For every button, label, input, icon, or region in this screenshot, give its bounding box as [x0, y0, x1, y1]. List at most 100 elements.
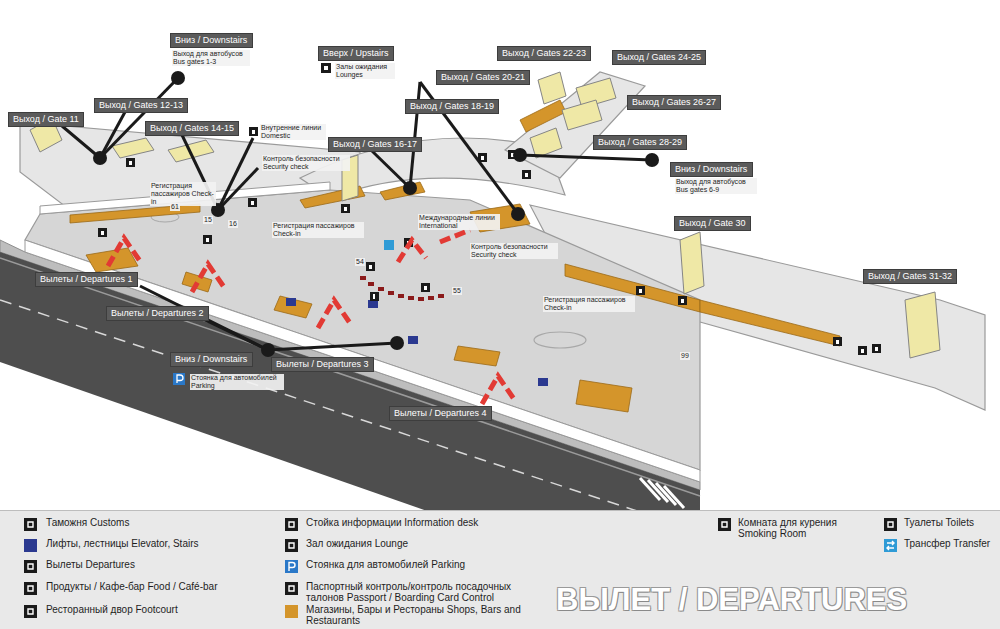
- legend-text: Зал ожидания Lounge: [306, 538, 408, 549]
- gate-label-box: Выход / Gate 30: [674, 216, 751, 231]
- leader-lines-part: [218, 138, 253, 210]
- label-text: Выход / Gates 18-19: [410, 101, 494, 112]
- legend-text: Ресторанный двор Footcourt: [46, 604, 178, 615]
- area-label: Контроль безопасности Security check: [262, 155, 350, 171]
- passport-control-part: [408, 296, 414, 300]
- label-text: Вылеты / Departures 3: [276, 359, 369, 370]
- elevators-part: [286, 298, 296, 306]
- gate-blocks-part: [530, 128, 562, 158]
- map-icons-part: [177, 375, 183, 383]
- legend-text: Магазины, Бары и Рестораны Shops, Bars a…: [306, 604, 544, 626]
- legend-panel: [0, 510, 1000, 629]
- label-text: Выход / Gates 26-27: [632, 97, 716, 108]
- label-text: Выход / Gates 31-32: [868, 271, 952, 282]
- legend-icon: [24, 605, 37, 618]
- legend-swatch: [285, 605, 298, 618]
- legend-icon-ground: [285, 539, 298, 552]
- label-text: Вылеты / Departures 2: [111, 308, 204, 319]
- gate-blocks: [30, 72, 940, 358]
- map-icons-part: [872, 344, 881, 353]
- leader-lines-part: [218, 168, 258, 210]
- label-text: Вылеты / Departures 4: [394, 408, 487, 419]
- area-label: Залы ожидания Lounges: [335, 63, 395, 79]
- shops-part: [454, 346, 500, 366]
- legend-text: Стоянка для автомобилей Parking: [306, 559, 465, 570]
- map-icons-part: [421, 283, 430, 292]
- legend-icon: [718, 518, 731, 531]
- leader-lines-part: [410, 82, 420, 188]
- leader-lines-part: [62, 126, 100, 158]
- legend-icon-ground: [884, 518, 897, 531]
- label-text: Вниз / Downstairs: [175, 35, 248, 46]
- legend-icon-glyph: [289, 563, 295, 572]
- area-label: Регистрация пассажиров Check-in: [150, 182, 216, 206]
- legend-icon-ground: [718, 518, 731, 531]
- leader-dots-part: [261, 343, 275, 357]
- leader-dots: [93, 71, 659, 357]
- leader-dots-part: [645, 153, 659, 167]
- leader-dots-part: [403, 181, 417, 195]
- red-markers-part: [440, 230, 470, 242]
- map-icons-part: [525, 173, 528, 177]
- shops-part: [576, 380, 632, 412]
- gate-label-box: Выход / Gates 20-21: [436, 70, 530, 85]
- map-icons-part: [370, 292, 379, 301]
- legend-icon: [285, 539, 298, 552]
- area-label: Регистрация пассажиров Check-in: [272, 222, 364, 238]
- leader-lines: [62, 78, 652, 350]
- legend-text: Вылеты Departures: [46, 559, 135, 570]
- leader-lines-part: [372, 151, 410, 188]
- leader-lines-part: [520, 155, 652, 160]
- legend-text: Паспортный контроль/контроль посадочных …: [306, 581, 544, 603]
- red-markers-part: [398, 240, 426, 262]
- legend-text: Туалеты Toilets: [904, 517, 974, 528]
- passport-control-part: [418, 297, 424, 301]
- map-icons-part: [252, 130, 255, 134]
- legend-icon: [884, 518, 897, 531]
- label-text: Выход / Gates 12-13: [99, 100, 183, 111]
- leader-lines-part: [205, 320, 268, 350]
- label-text: Вверх / Upstairs: [323, 48, 389, 59]
- shops-part: [380, 182, 425, 200]
- map-icons-part: [875, 347, 878, 351]
- gate-label-box: Выход / Gates 26-27: [627, 95, 721, 110]
- map-icons-part: [101, 231, 104, 235]
- gate-blocks-part: [538, 72, 566, 104]
- elevators-part: [408, 336, 418, 344]
- terminal-floor-part: [25, 240, 700, 482]
- leader-dots-part: [171, 71, 185, 85]
- map-icons-part: [251, 201, 254, 205]
- map-title: ВЫЛЕТ / DEPARTURES: [556, 582, 907, 618]
- legend-icon-glyph: [722, 522, 727, 527]
- area-label: Выход для автобусов Bus gates 1-3: [172, 50, 250, 66]
- legend-icon: [884, 539, 897, 552]
- passport-control-part: [388, 291, 394, 295]
- road-part: [640, 478, 684, 508]
- leader-dots-part: [511, 207, 525, 221]
- map-icons-part: [173, 373, 185, 385]
- map-icons-part: [203, 235, 212, 244]
- stairs-label-box: Вниз / Downstairs: [170, 352, 253, 367]
- callout-number: 15: [203, 216, 213, 224]
- map-icons-part: [344, 207, 347, 211]
- map-icons-part: [249, 127, 258, 136]
- legend-icon: [285, 582, 298, 595]
- gate-label-box: Выход / Gates 18-19: [405, 99, 499, 114]
- label-text: Вылеты / Departures 1: [40, 274, 133, 285]
- passport-control-part: [438, 294, 444, 298]
- legend-icon-ground: [24, 560, 37, 573]
- leader-dots-part: [513, 148, 527, 162]
- map-icons-part: [681, 299, 684, 303]
- gate-label-box: Выход / Gates 14-15: [145, 121, 239, 136]
- label-text: Выход / Gates 16-17: [333, 139, 417, 150]
- passport-control: [360, 276, 444, 301]
- legend-panel-part: [0, 510, 1000, 629]
- map-icons-part: [341, 204, 350, 213]
- map-icons-part: [481, 156, 484, 160]
- gate-label-box: Выход / Gates 22-23: [497, 46, 591, 61]
- legend-icon-ground: [24, 518, 37, 531]
- elevators: [286, 298, 548, 386]
- legend-text: Продукты / Кафе-бар Food / Café-bar: [46, 581, 217, 592]
- gate-label-box: Выход / Gates 24-25: [612, 50, 706, 65]
